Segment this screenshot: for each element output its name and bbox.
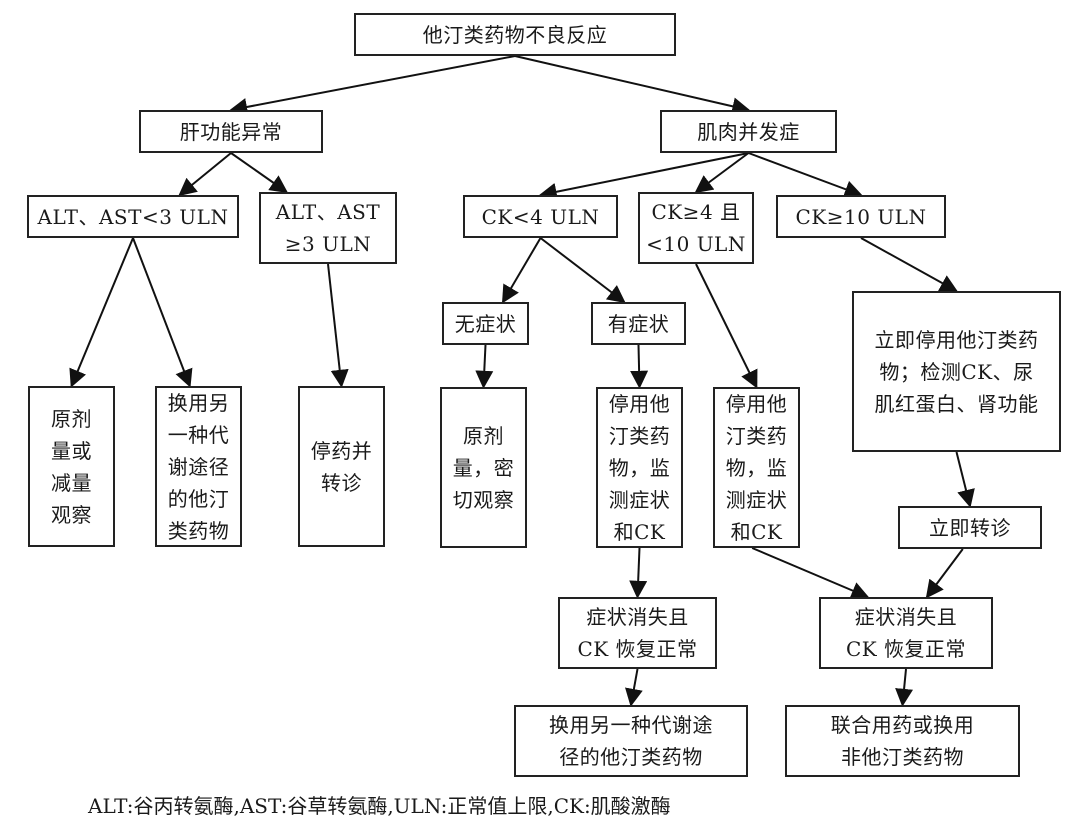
edge-stop_monitor_a-to-resolved_a <box>629 547 648 599</box>
edge-liver-to-alt_low <box>178 152 232 197</box>
node-stop-and-monitor-b: 停用他 汀类药 物，监 测症状 和CK <box>713 387 800 548</box>
node-ck-below-4uln: CK<4 ULN <box>463 195 618 238</box>
edge-stop_monitor_b-to-resolved_b <box>751 547 870 599</box>
node-refer-immediately: 立即转诊 <box>898 506 1042 549</box>
edge-muscle-to-ck_mid <box>694 152 750 194</box>
node-combination-or-nonstatin: 联合用药或换用 非他汀类药物 <box>785 705 1020 777</box>
node-ck-above-10uln: CK≥10 ULN <box>776 195 946 238</box>
node-alt-ast-below-3uln: ALT、AST<3 ULN <box>27 195 239 238</box>
edge-refer_now-to-resolved_b <box>925 548 964 599</box>
edge-muscle-to-ck_low <box>538 152 749 201</box>
edge-resolved_b-to-combo_or_nonstatin <box>895 668 914 707</box>
node-alt-ast-above-3uln: ALT、AST ≥3 ULN <box>259 192 397 264</box>
node-resolved-a: 症状消失且 CK 恢复正常 <box>558 597 717 669</box>
edge-ck_low-to-has_symptom <box>539 237 626 304</box>
edge-stop_test-to-refer_now <box>955 451 975 508</box>
edge-alt_low-to-switch_statin <box>132 237 193 388</box>
node-has-symptoms: 有症状 <box>591 302 686 345</box>
edge-root-to-liver <box>229 55 516 116</box>
node-keep-or-reduce-dose: 原剂 量或 减量 观察 <box>28 386 115 547</box>
edge-alt_high-to-stop_refer <box>327 263 349 388</box>
edge-root-to-muscle <box>514 55 751 116</box>
edge-muscle-to-ck_high <box>748 152 863 198</box>
node-close-observation: 原剂 量，密 切观察 <box>440 387 527 548</box>
node-resolved-b: 症状消失且 CK 恢复正常 <box>819 597 993 669</box>
edge-liver-to-alt_high <box>230 152 289 194</box>
node-stop-and-refer: 停药并 转诊 <box>298 386 385 547</box>
edge-has_symptom-to-stop_monitor_a <box>630 344 649 389</box>
edge-ck_low-to-no_symptom <box>501 237 542 304</box>
edge-no_symptom-to-close_observe <box>475 344 494 389</box>
node-ck-4-to-10uln: CK≥4 且 <10 ULN <box>638 192 754 264</box>
node-liver-abnormal: 肝功能异常 <box>139 110 323 153</box>
node-switch-statin-b: 换用另一种代谢途 径的他汀类药物 <box>514 705 748 777</box>
node-no-symptoms: 无症状 <box>442 302 529 345</box>
abbreviation-caption: ALT:谷丙转氨酶,AST:谷草转氨酶,ULN:正常值上限,CK:肌酸激酶 <box>88 794 671 818</box>
node-stop-and-monitor-a: 停用他 汀类药 物，监 测症状 和CK <box>596 387 683 548</box>
edge-ck_high-to-stop_test <box>860 237 959 292</box>
edge-ck_mid-to-stop_monitor_b <box>695 263 758 389</box>
node-muscle-complication: 肌肉并发症 <box>660 110 837 153</box>
node-stop-and-test: 立即停用他汀类药 物；检测CK、尿 肌红蛋白、肾功能 <box>852 291 1061 452</box>
node-switch-statin: 换用另 一种代 谢途径 的他汀 类药物 <box>155 386 242 547</box>
edge-resolved_a-to-switch_statin_b <box>625 668 643 707</box>
edge-alt_low-to-observe <box>69 237 134 388</box>
node-root: 他汀类药物不良反应 <box>354 13 676 56</box>
